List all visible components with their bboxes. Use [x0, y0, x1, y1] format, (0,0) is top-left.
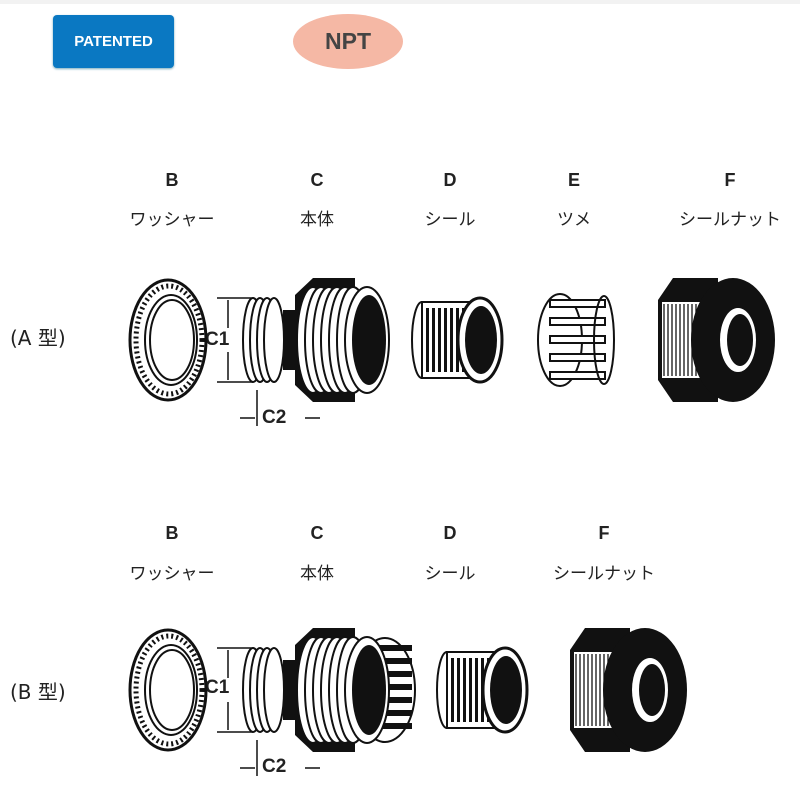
part-letter-f: F: [598, 523, 610, 543]
part-letter-c: C: [310, 523, 324, 543]
seal-nut-drawing: [570, 628, 687, 752]
seal-drawing: [436, 646, 529, 734]
dim-c2-b: C2: [262, 756, 287, 777]
dim-c1-a: C1: [205, 329, 230, 350]
seal-drawing: [411, 296, 504, 384]
dim-c2-a: C2: [262, 407, 287, 428]
part-name-claw: ツメ: [557, 210, 591, 230]
part-name-body: 本体: [300, 564, 334, 584]
dim-c1-b: C1: [205, 677, 230, 698]
npt-badge: NPT: [293, 14, 403, 69]
part-name-seal: シール: [424, 210, 476, 230]
part-letter-c: C: [310, 170, 324, 190]
part-name-seal: シール: [424, 564, 476, 584]
part-letter-d: D: [443, 170, 457, 190]
type-a-label: (A 型): [10, 326, 66, 350]
part-name-washer: ワッシャー: [129, 564, 215, 584]
part-name-body: 本体: [300, 210, 334, 230]
claw-drawing: [537, 293, 615, 387]
type-b-label: (B 型): [10, 680, 66, 704]
body-drawing: [217, 628, 416, 776]
part-letter-b: B: [165, 523, 179, 543]
part-name-seal-nut: シールナット: [679, 210, 781, 230]
part-name-seal-nut: シールナット: [553, 564, 655, 584]
washer-drawing: [128, 628, 208, 752]
body-drawing: [217, 278, 390, 426]
part-letter-b: B: [165, 170, 179, 190]
part-name-washer: ワッシャー: [129, 210, 215, 230]
part-letter-f: F: [724, 170, 736, 190]
part-letter-d: D: [443, 523, 457, 543]
patented-badge: PATENTED: [53, 15, 174, 68]
top-divider: [0, 0, 800, 4]
seal-nut-drawing: [658, 278, 775, 402]
part-letter-e: E: [567, 170, 581, 190]
washer-drawing: [128, 278, 208, 402]
